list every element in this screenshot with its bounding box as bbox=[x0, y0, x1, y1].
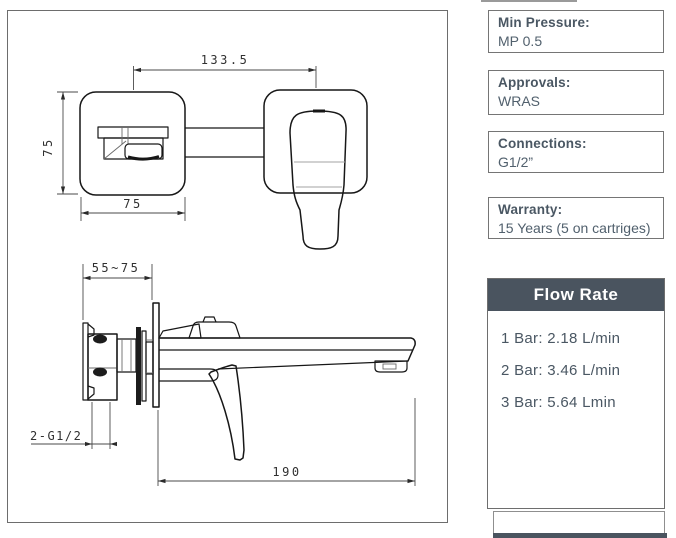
spec-box-connections: Connections: G1/2” bbox=[488, 131, 664, 173]
approvals-label: Approvals: bbox=[498, 75, 571, 90]
dimension-inlet-connections: 2-G1/2 bbox=[30, 402, 117, 449]
flow-rate-box: Flow Rate 1 Bar: 2.18 L/min 2 Bar: 3.46 … bbox=[487, 278, 665, 509]
dimension-depth-range: 55~75 bbox=[82, 261, 153, 320]
flow-rate-row-1bar: 1 Bar: 2.18 L/min bbox=[501, 330, 621, 347]
technical-drawing: 133.5 75 75 bbox=[7, 10, 448, 523]
approvals-value: WRAS bbox=[498, 93, 540, 109]
dimension-center-distance: 133.5 bbox=[133, 53, 317, 90]
flow-rate-row-3bar: 3 Bar: 5.64 Lmin bbox=[501, 394, 616, 411]
svg-text:75: 75 bbox=[123, 197, 142, 211]
warranty-value: 15 Years (5 on cartriges) bbox=[498, 220, 651, 236]
spec-box-min-pressure: Min Pressure: MP 0.5 bbox=[488, 10, 664, 53]
lever-side bbox=[208, 364, 245, 461]
connections-value: G1/2” bbox=[498, 154, 534, 170]
dimension-plate-width: 75 bbox=[80, 197, 186, 221]
dimension-spout-reach: 190 bbox=[157, 398, 416, 486]
spec-box-warranty: Warranty: 15 Years (5 on cartriges) bbox=[488, 197, 664, 239]
cropped-box-bottom-header bbox=[493, 533, 667, 538]
flow-rate-body: 1 Bar: 2.18 L/min 2 Bar: 3.46 L/min 3 Ba… bbox=[488, 311, 664, 419]
spout-side bbox=[158, 337, 416, 362]
cropped-box-edge-top bbox=[481, 0, 577, 2]
top-view: 133.5 75 75 bbox=[41, 53, 368, 250]
svg-text:2-G1/2: 2-G1/2 bbox=[30, 429, 82, 443]
svg-text:55~75: 55~75 bbox=[92, 261, 141, 275]
warranty-label: Warranty: bbox=[498, 202, 563, 217]
flow-rate-row-2bar: 2 Bar: 3.46 L/min bbox=[501, 362, 621, 379]
svg-text:133.5: 133.5 bbox=[201, 53, 250, 67]
spout-wall-plate-top-view bbox=[79, 91, 186, 196]
min-pressure-label: Min Pressure: bbox=[498, 15, 590, 30]
side-view: 55~75 2-G1/2 190 bbox=[30, 261, 416, 486]
min-pressure-value: MP 0.5 bbox=[498, 33, 543, 49]
drawing-border bbox=[7, 10, 448, 523]
svg-text:75: 75 bbox=[41, 137, 55, 156]
dimension-plate-height: 75 bbox=[41, 91, 78, 195]
spec-box-approvals: Approvals: WRAS bbox=[488, 70, 664, 115]
svg-text:190: 190 bbox=[272, 465, 301, 479]
handle-wall-plate-top-view bbox=[263, 89, 368, 194]
connections-label: Connections: bbox=[498, 136, 587, 151]
flow-rate-title: Flow Rate bbox=[488, 279, 664, 311]
aerator-side bbox=[374, 360, 408, 373]
